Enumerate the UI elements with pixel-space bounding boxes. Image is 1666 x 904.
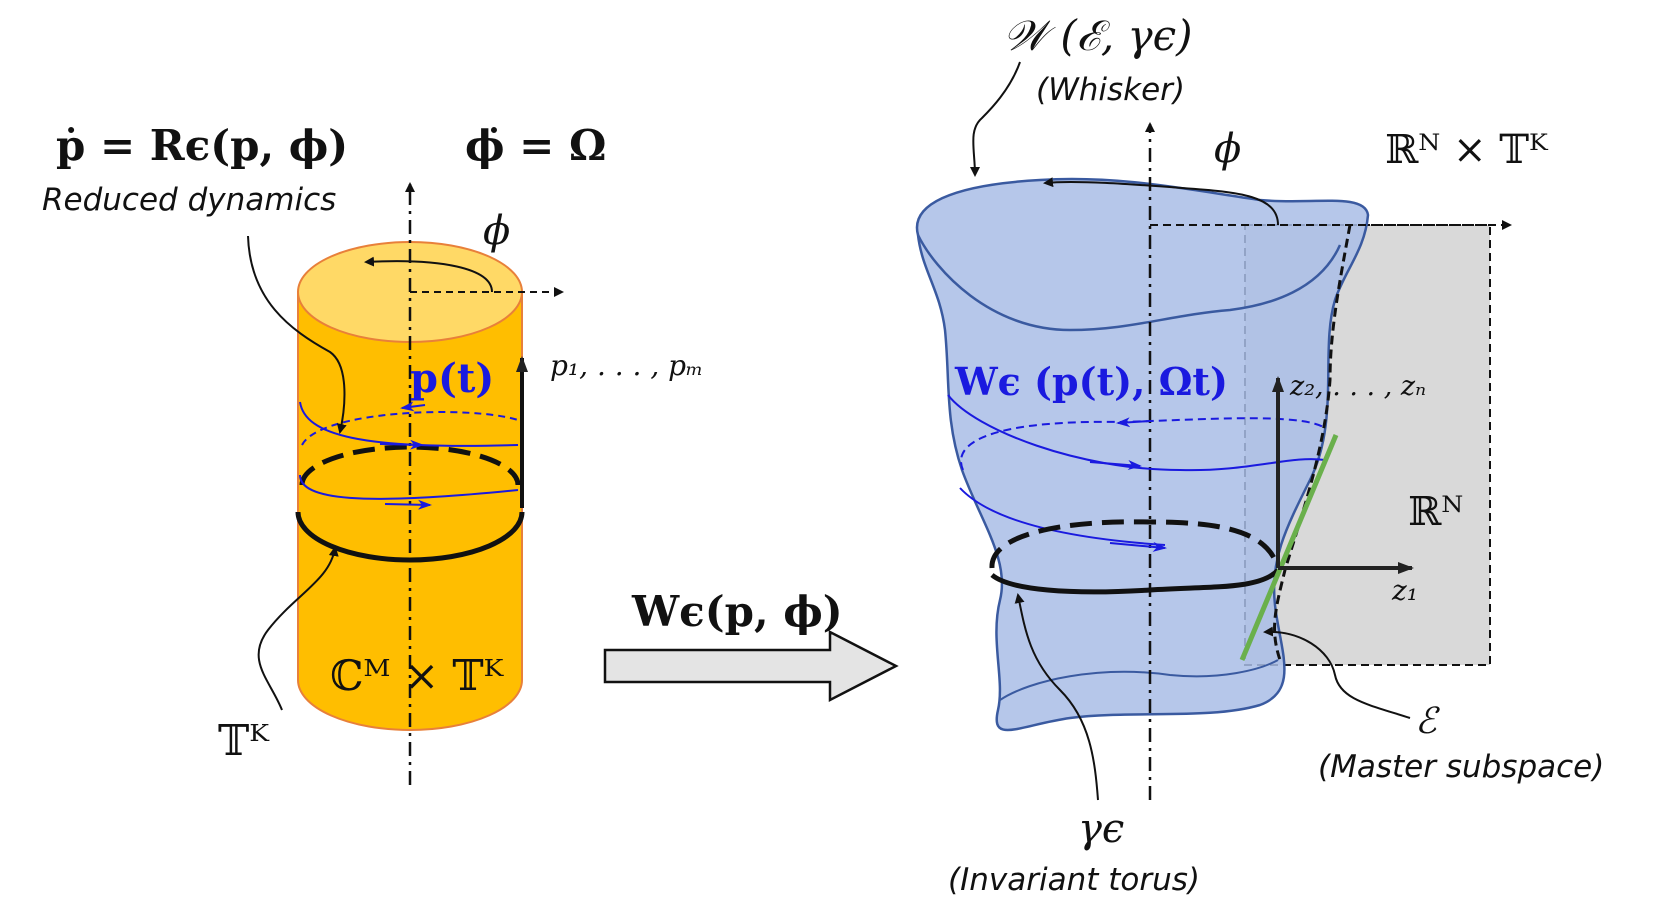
w-trajectory-lower <box>959 487 1166 546</box>
phi-rotation-arrow <box>364 256 493 293</box>
traj-arrow-3 <box>400 401 426 412</box>
mapping-arrow <box>603 629 899 703</box>
phi-label-left: ϕ <box>483 208 510 254</box>
torus-front-solid <box>295 511 525 563</box>
cylinder-space-label: ℂᴹ × 𝕋ᴷ <box>330 651 505 700</box>
whisker-symbol: 𝒲 (ℰ, γϵ) <box>1003 11 1193 60</box>
reduced-dynamics-label: Reduced dynamics <box>42 182 336 218</box>
rn-label: ℝᴺ <box>1408 489 1463 535</box>
gamma-symbol: γϵ <box>1078 806 1124 852</box>
master-subspace-line <box>1239 434 1339 661</box>
master-callout <box>1263 626 1411 719</box>
w-traj-arrow-1 <box>1089 460 1142 471</box>
w-trajectory-upper <box>947 394 1326 472</box>
master-label: (Master subspace) <box>1318 749 1604 785</box>
trajectory-lower <box>299 474 519 500</box>
whisker-phi-arrow <box>1043 177 1279 226</box>
cylinder-group <box>247 182 564 785</box>
torus-callout <box>257 546 339 711</box>
w-torus-front <box>990 568 1280 595</box>
w-traj-arrow-3 <box>1116 417 1151 428</box>
whisker-callout <box>969 61 1021 177</box>
whisker-edge-dashed <box>1273 224 1352 661</box>
eq-p-dot: ṗ = Rϵ(p, ϕ) <box>56 121 348 170</box>
phi-label-right: ϕ <box>1214 126 1241 172</box>
w-trajectory-label: Wϵ (p(t), Ωt) <box>954 359 1228 404</box>
w-torus-back-dashed <box>989 519 1278 569</box>
whisker-bottom-rim <box>999 659 1279 701</box>
w-traj-arrow-2 <box>1109 541 1167 552</box>
p-coords-label: p₁, . . . , pₘ <box>550 349 703 382</box>
trajectory-upper <box>299 401 519 447</box>
traj-arrow-2 <box>384 499 432 510</box>
gamma-label: (Invariant torus) <box>948 862 1200 898</box>
z1-label: z₁ <box>1391 574 1418 607</box>
z-coords-label: z₂, . . . , zₙ <box>1289 371 1426 402</box>
eq-phi-dot: ϕ̇ = Ω <box>465 121 606 170</box>
whisker-label: (Whisker) <box>1036 72 1185 108</box>
gamma-callout <box>1014 593 1099 801</box>
master-symbol: ℰ <box>1415 701 1440 742</box>
p-of-t-label: p(t) <box>410 355 494 402</box>
torus-back-dashed <box>299 444 521 486</box>
reduced-dynamics-callout <box>247 235 347 434</box>
ambient-space-label: ℝᴺ × 𝕋ᴷ <box>1385 127 1549 173</box>
whisker-group <box>915 61 1512 801</box>
whisker-top-rim <box>916 234 1342 332</box>
traj-arrow-1 <box>379 439 424 450</box>
trajectory-back-dashed <box>301 411 519 446</box>
mapping-label: Wϵ(p, ϕ) <box>631 587 843 636</box>
torus-label-left: 𝕋ᴷ <box>218 716 270 765</box>
